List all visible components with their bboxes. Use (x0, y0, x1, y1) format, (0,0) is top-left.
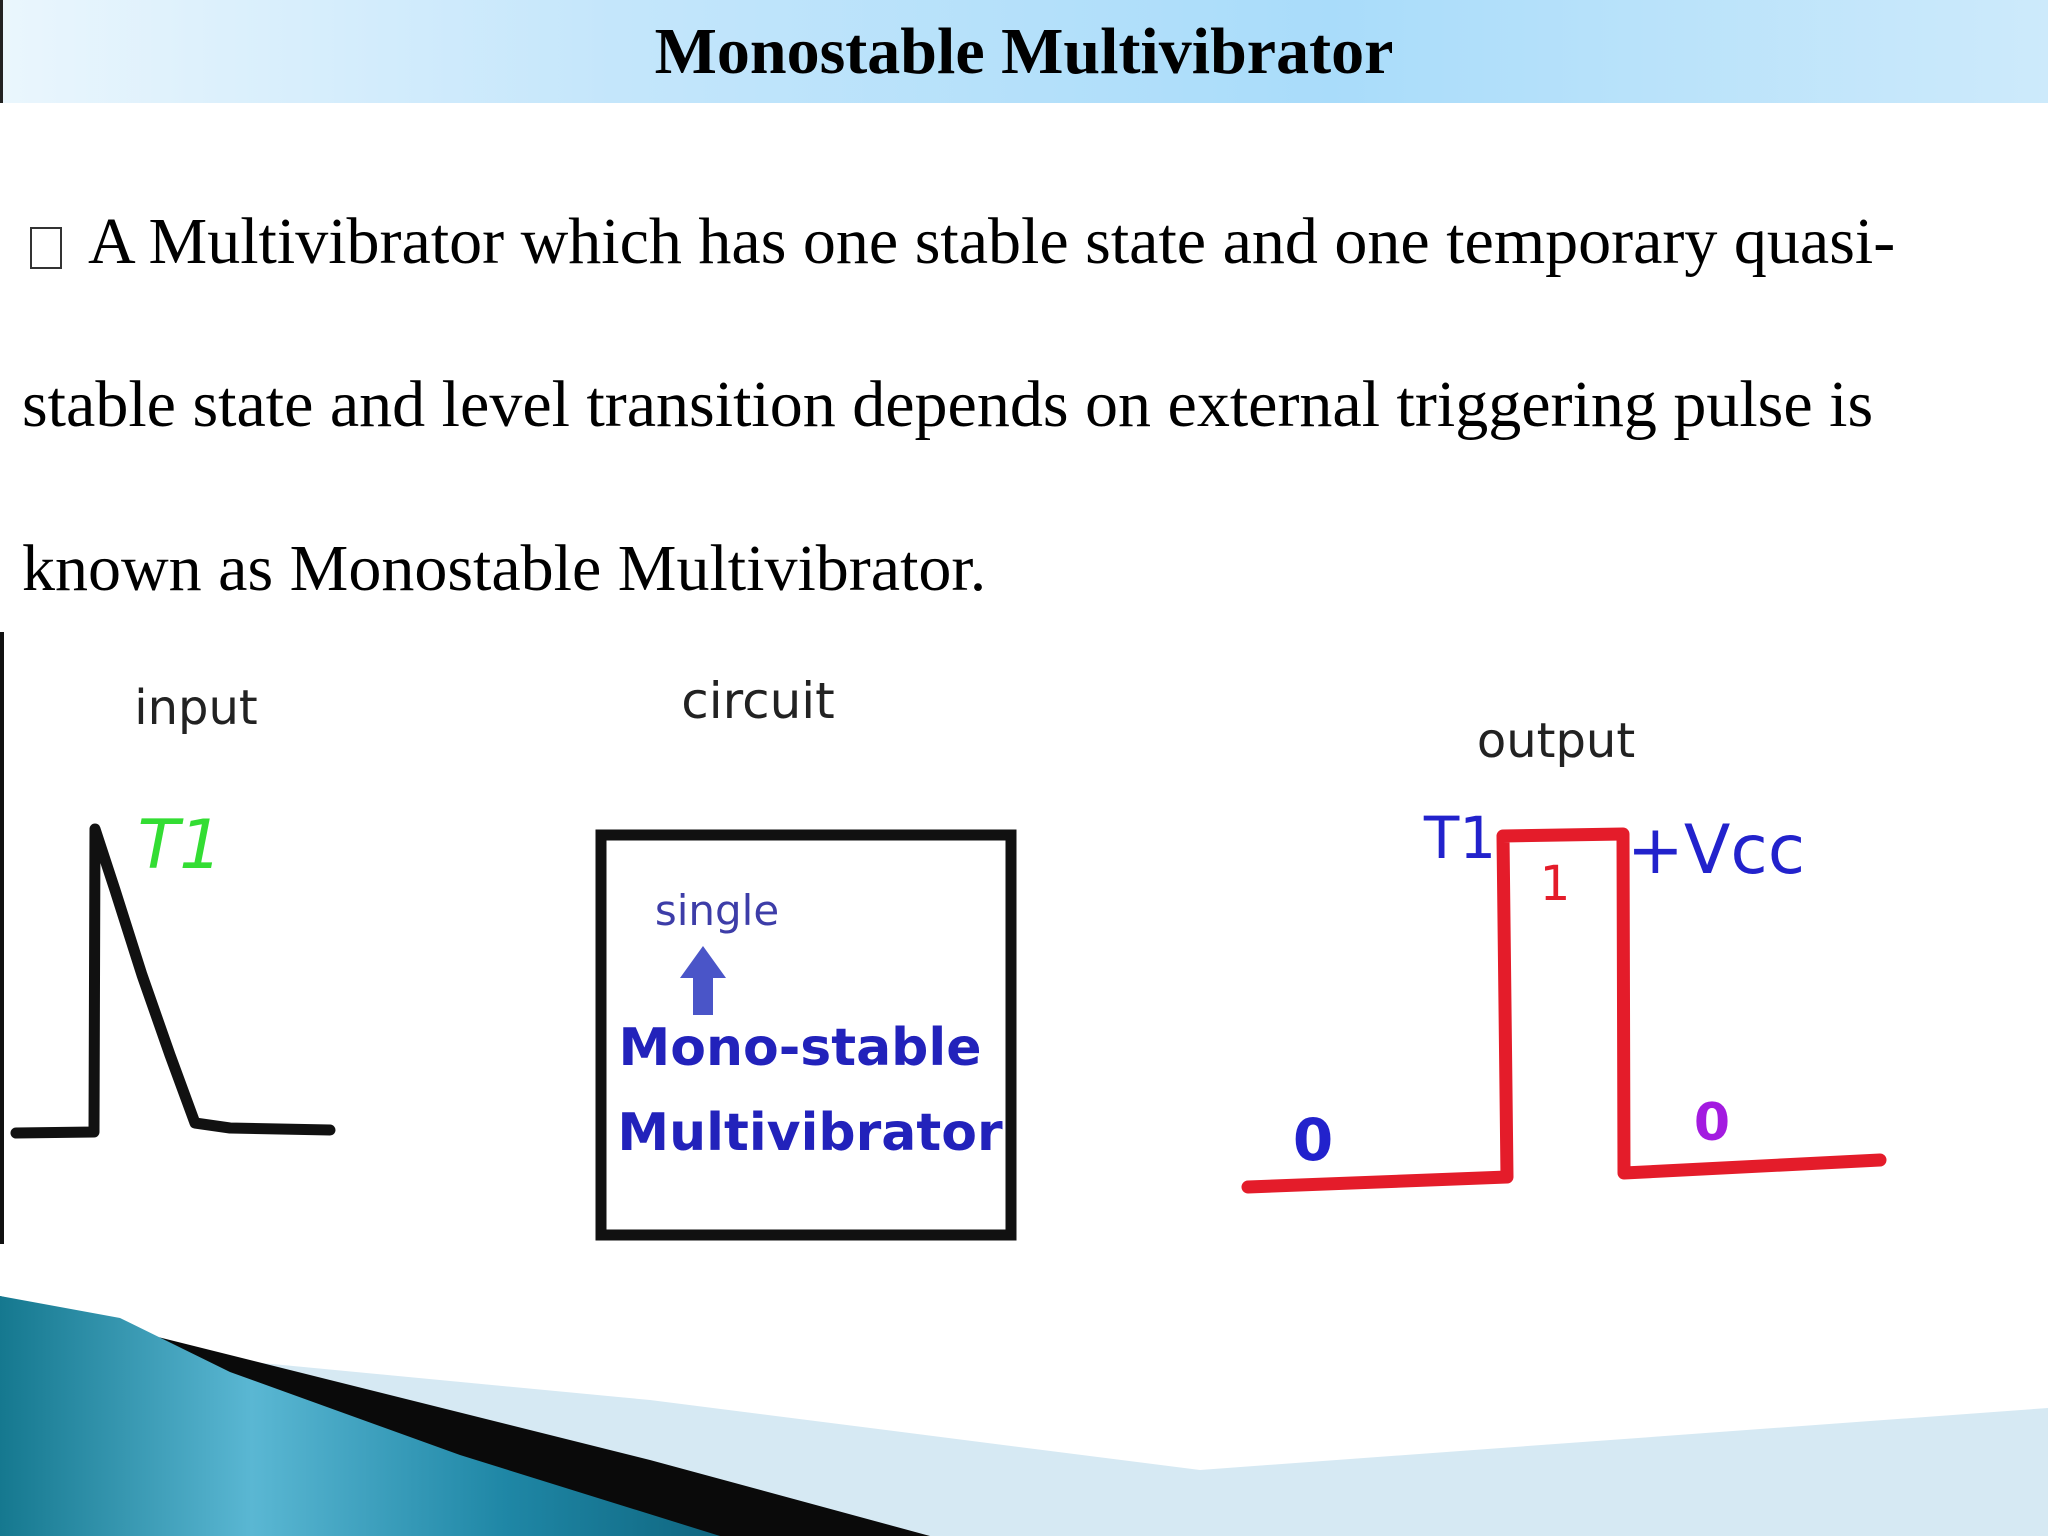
output-label: output (1477, 713, 1635, 769)
circuit-box-text-line-2: Multivibrator (617, 1103, 1003, 1163)
output-pulse-waveform (1241, 827, 1887, 1194)
input-diagram: input T1 (10, 680, 336, 1139)
square-bullet-icon (30, 227, 62, 269)
output-vcc-label: +Vcc (1627, 811, 1805, 890)
circuit-diagram: circuit single Mono-stable Multivibrator (595, 672, 1017, 1241)
circuit-box (595, 829, 1017, 1241)
left-rule (0, 632, 4, 1244)
body-text-line-1: A Multivibrator which has one stable sta… (88, 205, 1896, 278)
title-bar (0, 0, 2048, 103)
slide-title: Monostable Multivibrator (654, 15, 1394, 88)
output-trigger-label: T1 (1423, 804, 1496, 872)
up-arrow-icon (680, 946, 726, 1015)
input-label: input (134, 680, 257, 736)
output-low-value-right: 0 (1694, 1093, 1730, 1153)
input-trigger-label: T1 (138, 806, 223, 885)
footer-decoration (0, 1296, 2048, 1536)
output-low-value-left: 0 (1293, 1106, 1333, 1174)
circuit-single-label: single (655, 886, 779, 935)
circuit-label: circuit (681, 672, 835, 730)
output-diagram: output T1 +Vcc 1 0 0 (1241, 713, 1887, 1194)
trigger-pulse-waveform (10, 823, 336, 1139)
title-bar-edge (0, 0, 3, 103)
output-high-value: 1 (1540, 856, 1571, 912)
body-text-line-2: stable state and level transition depend… (22, 368, 1874, 441)
body-text-line-3: known as Monostable Multivibrator. (22, 532, 987, 605)
circuit-box-text-line-1: Mono-stable (618, 1018, 981, 1078)
